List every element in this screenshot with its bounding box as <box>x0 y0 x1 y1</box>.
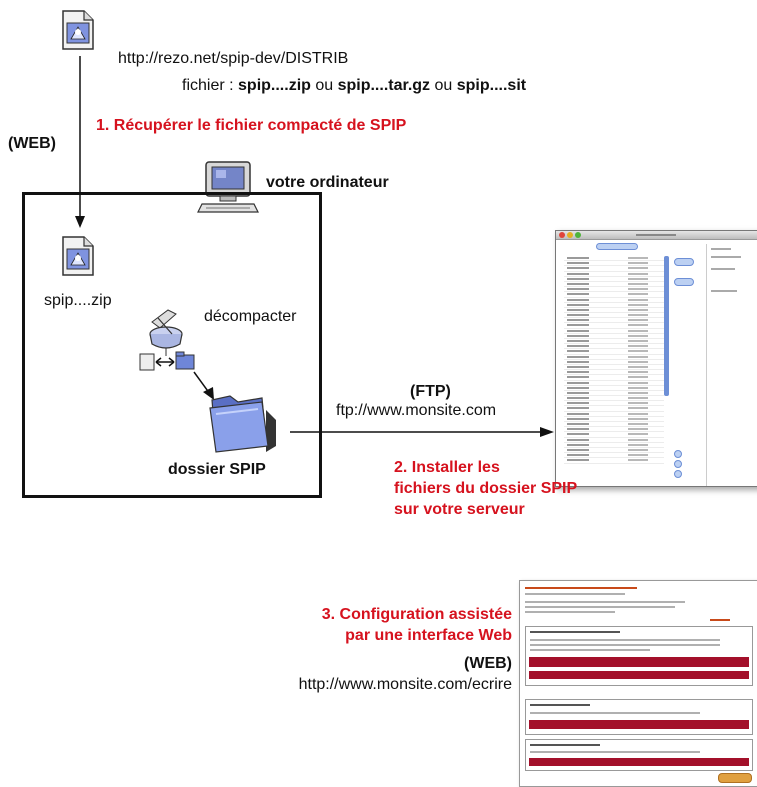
install-form-screenshot <box>519 580 757 787</box>
document-icon <box>60 8 96 52</box>
step3-url: http://www.monsite.com/ecrire <box>298 676 512 693</box>
ftp-arrow <box>290 427 554 437</box>
step2-line3: sur votre serveur <box>394 501 525 518</box>
source-url: http://rezo.net/spip-dev/DISTRIB <box>118 50 349 67</box>
files-prefix: fichier : <box>182 77 239 94</box>
install-continue-button <box>718 773 752 783</box>
step2-line1: 2. Installer les <box>394 459 500 476</box>
sep-2: ou <box>430 77 457 94</box>
install-fieldset-database <box>525 626 753 686</box>
web-label-top: (WEB) <box>8 135 56 152</box>
step3-web-label: (WEB) <box>464 655 512 672</box>
zip-label: spip....zip <box>44 292 112 309</box>
unzip-arrow <box>193 371 214 400</box>
folder-label: dossier SPIP <box>168 461 266 478</box>
ftp-label: (FTP) <box>410 383 451 400</box>
file-targz: spip....tar.gz <box>337 77 431 94</box>
finder-window-screenshot <box>555 230 757 487</box>
sep-1: ou <box>310 77 338 94</box>
computer-frame <box>22 192 322 498</box>
step3-line2: par une interface Web <box>345 627 512 644</box>
unzip-icon <box>138 304 212 382</box>
computer-icon <box>196 158 262 218</box>
ftp-url: ftp://www.monsite.com <box>336 402 497 419</box>
step2-line2: fichiers du dossier SPIP <box>394 480 578 497</box>
computer-label: votre ordinateur <box>266 174 389 191</box>
finder-file-list <box>564 256 664 478</box>
file-sit: spip....sit <box>456 77 527 94</box>
step3-line1: 3. Configuration assistée <box>321 606 512 623</box>
source-files-line: fichier : spip....zip ou spip....tar.gz … <box>182 77 526 95</box>
install-fieldset-password <box>525 739 753 771</box>
folder-icon <box>204 390 278 456</box>
finder-titlebar <box>556 231 757 240</box>
unzip-label: décompacter <box>204 308 297 325</box>
zip-document-icon <box>60 234 96 278</box>
install-fieldset-login <box>525 699 753 735</box>
file-zip: spip....zip <box>238 77 311 94</box>
step1-label: 1. Récupérer le fichier compacté de SPIP <box>96 117 407 134</box>
